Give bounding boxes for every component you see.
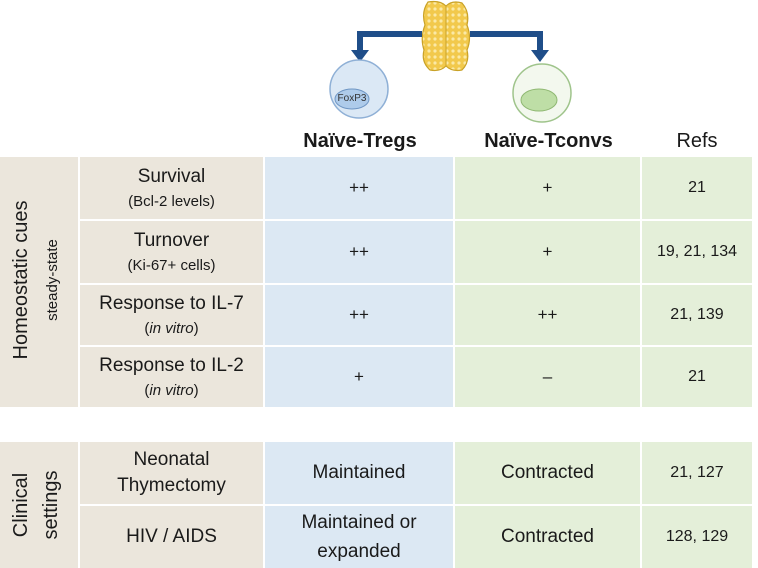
row-il7-tconvs: ++ [455, 285, 640, 345]
header-tconvs: Naïve-Tconvs [484, 129, 613, 152]
group-homeostatic-title: Homeostatic cues [10, 200, 32, 360]
row-survival-tconvs: + [455, 157, 640, 219]
row-hiv-refs: 128, 129 [642, 506, 752, 568]
row-il2-refs: 21 [642, 347, 752, 407]
row-il2-tconvs: – [455, 347, 640, 407]
group-homeostatic-subtitle: steady-state [44, 239, 61, 321]
left-arrow-icon [351, 31, 422, 62]
row-il7-refs: 21, 139 [642, 285, 752, 345]
thymus-icon [421, 0, 471, 72]
row-hiv-tconvs: Contracted [455, 506, 640, 568]
illustration [329, 0, 572, 123]
header-refs: Refs [676, 129, 718, 152]
row-thymectomy-tregs: Maintained [265, 442, 453, 504]
group-clinical-line1: Clinical [10, 472, 32, 538]
row-il2-tregs: + [265, 347, 453, 407]
row-il7-label: Response to IL-7 (in vitro) [80, 285, 263, 345]
row-survival-label: Survival (Bcl-2 levels) [80, 157, 263, 219]
row-turnover-refs: 19, 21, 134 [642, 221, 752, 283]
right-arrow-icon [470, 31, 549, 62]
row-il2-label: Response to IL-2 (in vitro) [80, 347, 263, 407]
row-thymectomy-label: Neonatal Thymectomy [80, 442, 263, 504]
group-clinical-line2: settings [40, 470, 62, 540]
row-hiv-label: HIV / AIDS [80, 506, 263, 568]
group-homeostatic [0, 157, 78, 407]
row-il7-tregs: ++ [265, 285, 453, 345]
group-clinical [0, 442, 78, 568]
row-survival-refs: 21 [642, 157, 752, 219]
row-turnover-tregs: ++ [265, 221, 453, 283]
row-turnover-tconvs: + [455, 221, 640, 283]
foxp3-label: FoxP3 [337, 93, 367, 104]
treg-cell-icon [329, 59, 389, 119]
header-tregs: Naïve-Tregs [303, 129, 417, 152]
row-survival-tregs: ++ [265, 157, 453, 219]
row-thymectomy-refs: 21, 127 [642, 442, 752, 504]
row-turnover-label: Turnover (Ki-67+ cells) [80, 221, 263, 283]
row-thymectomy-tconvs: Contracted [455, 442, 640, 504]
tconv-cell-icon [512, 63, 572, 123]
row-hiv-tregs: Maintained or expanded [265, 506, 453, 568]
